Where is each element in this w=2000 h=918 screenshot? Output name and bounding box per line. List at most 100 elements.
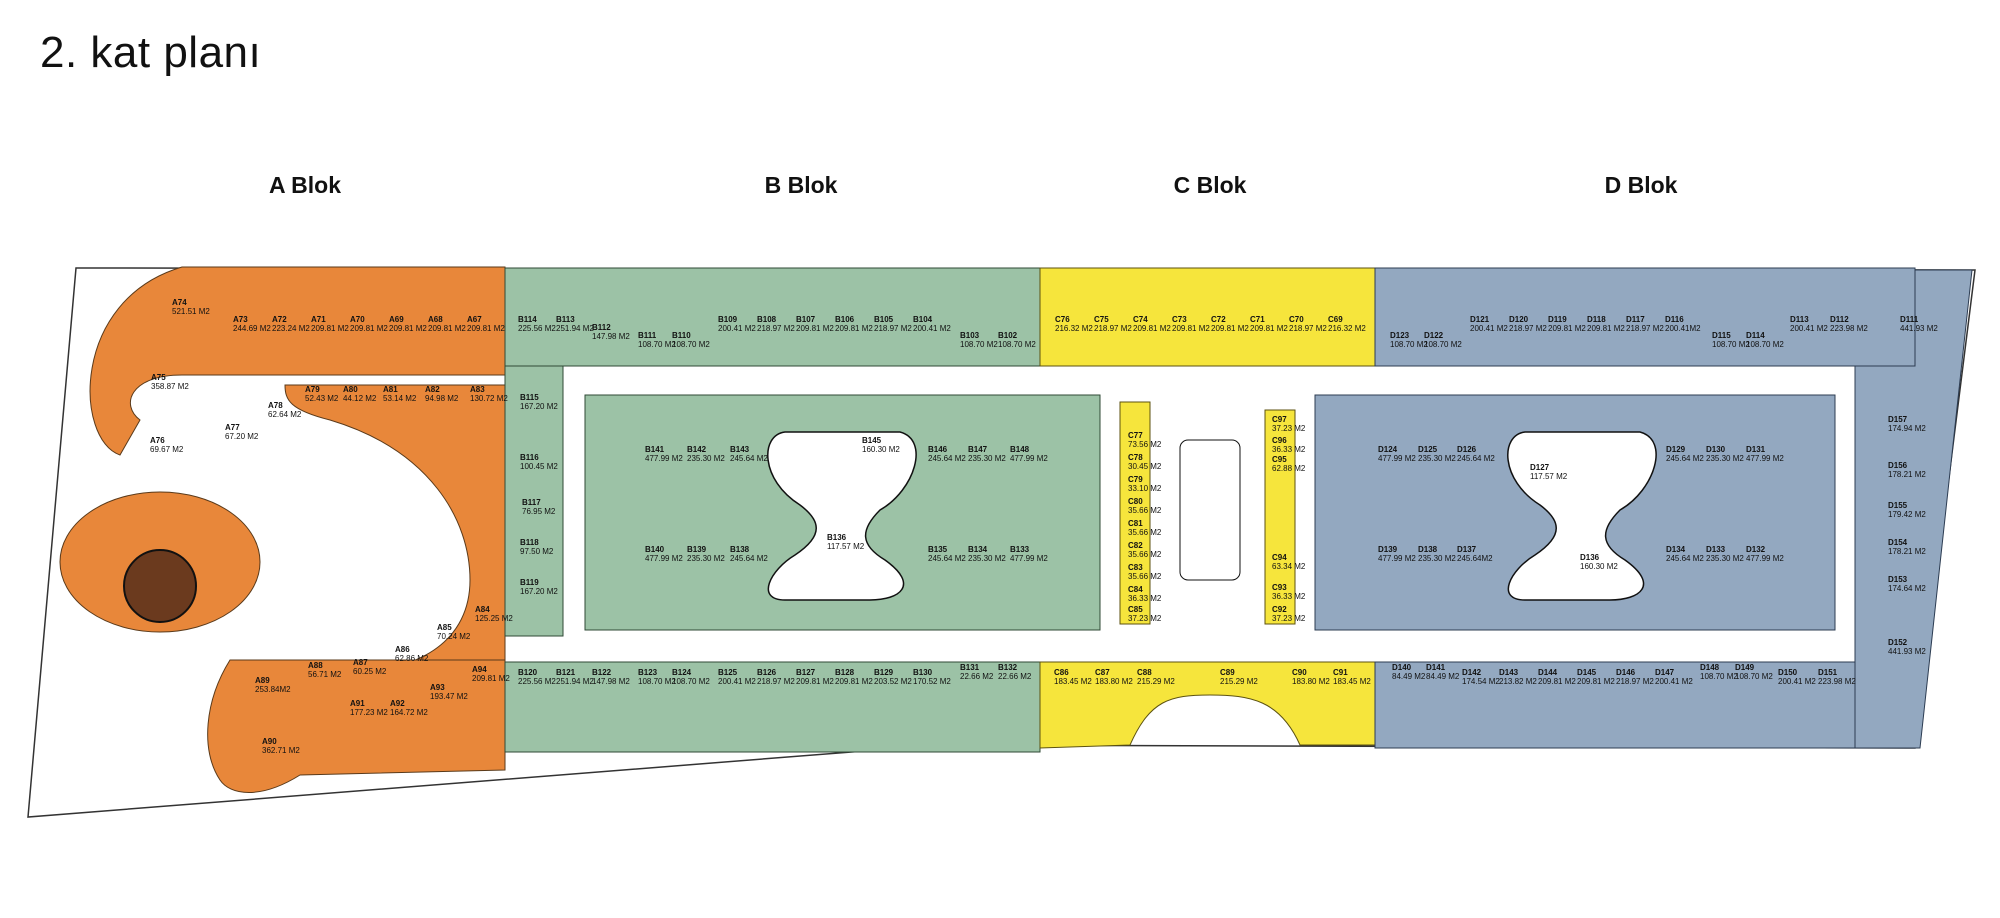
block-label-a: A Blok — [269, 172, 341, 198]
c-block-bottom-row — [1039, 661, 1376, 749]
block-label-b: B Blok — [764, 172, 838, 198]
a-block-top-wing — [89, 266, 506, 456]
c-block-right-strip — [1264, 409, 1296, 625]
d-block-bottom-row — [1374, 661, 1856, 749]
block-label-d: D Blok — [1604, 172, 1678, 198]
c-block-top-row — [1039, 267, 1376, 367]
c-block-left-strip — [1119, 401, 1151, 625]
b-block-atrium — [767, 431, 917, 601]
b-block-side-column — [504, 365, 564, 637]
block-label-c: C Blok — [1173, 172, 1247, 198]
page-title: 2. kat planı — [40, 28, 262, 77]
d-block-top-row — [1374, 267, 1916, 367]
c-block-central-void — [1179, 439, 1241, 581]
